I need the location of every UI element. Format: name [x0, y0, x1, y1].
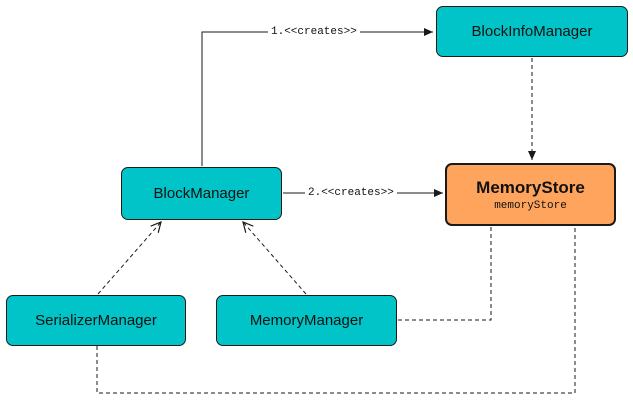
edge-memorymanager-to-blockmanager — [243, 222, 307, 295]
block-manager-node: BlockManager — [121, 167, 282, 220]
memory-store-label: MemoryStore — [476, 177, 585, 197]
edge-label-creates-2: 2.<<creates>> — [305, 186, 397, 200]
edge-label-creates-1: 1.<<creates>> — [268, 25, 360, 39]
memory-store-sublabel: memoryStore — [494, 199, 567, 212]
memory-manager-label: MemoryManager — [249, 312, 364, 329]
serializer-manager-label: SerializerManager — [35, 312, 157, 329]
edge-serializer-to-blockmanager — [97, 222, 161, 295]
block-info-manager-label: BlockInfoManager — [471, 23, 593, 40]
edge-serializer-to-memorystore — [96, 226, 576, 394]
edge-memorymanager-to-memorystore — [398, 226, 492, 321]
edge-creates-block-info-manager — [201, 28, 433, 166]
memory-store-node: MemoryStore memoryStore — [445, 163, 616, 226]
block-manager-label: BlockManager — [153, 185, 250, 202]
serializer-manager-node: SerializerManager — [6, 295, 186, 346]
block-info-manager-node: BlockInfoManager — [436, 6, 628, 57]
memory-manager-node: MemoryManager — [216, 295, 397, 346]
